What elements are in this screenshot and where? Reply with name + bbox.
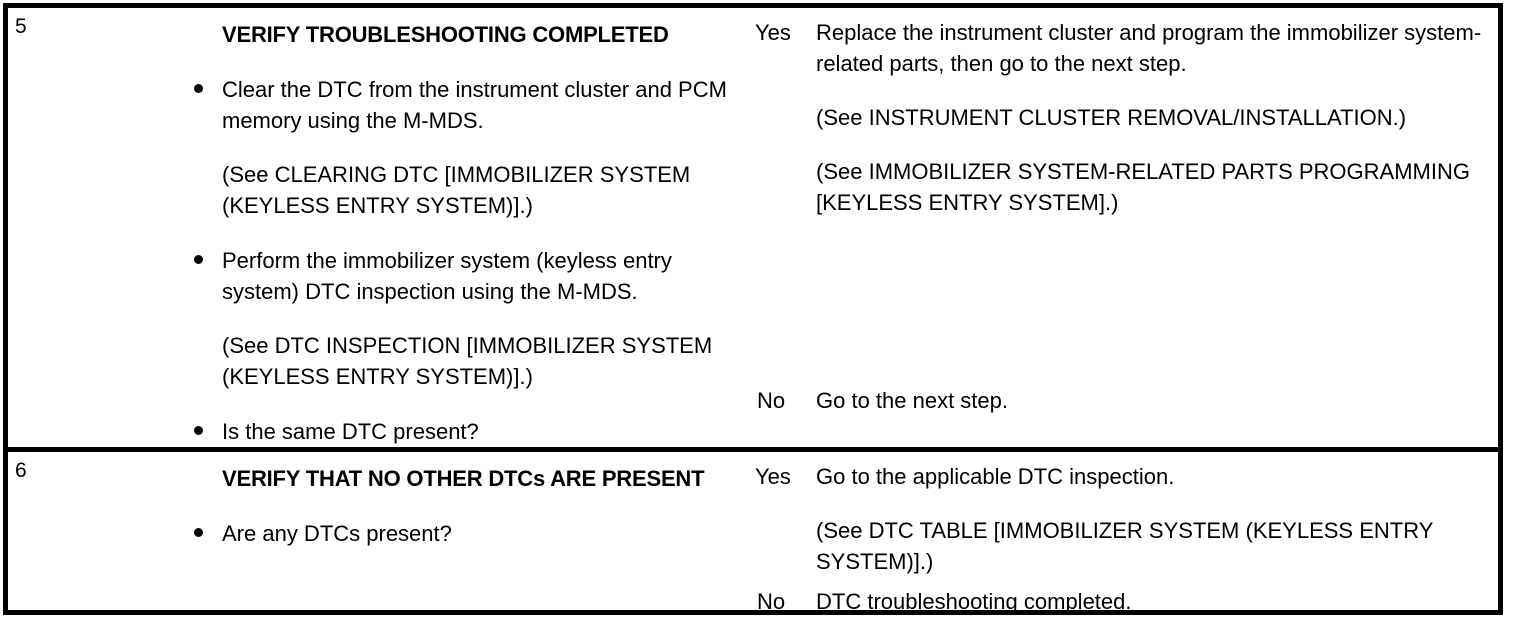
bullet-dot-icon [194, 84, 203, 93]
bullet-text: Clear the DTC from the instrument cluste… [222, 77, 727, 133]
bullet-reference-note: (See CLEARING DTC [IMMOBILIZER SYSTEM (K… [222, 162, 691, 218]
step-bullet-list-5: Clear the DTC from the instrument cluste… [73, 74, 750, 447]
list-item: Clear the DTC from the instrument cluste… [73, 74, 750, 221]
step-number-cell-5: 5 [8, 8, 73, 450]
step-number-6: 6 [15, 459, 27, 482]
table-row: 5 VERIFY TROUBLESHOOTING COMPLETED Clear… [8, 8, 1498, 444]
result-label-cell-6-no: No [750, 577, 805, 617]
table-row: No Go to the next step. [8, 376, 1498, 450]
result-label-cell-5-yes: Yes [750, 8, 805, 376]
step-bullet-list-6: Are any DTCs present? [73, 518, 750, 549]
action-reference-note: (See INSTRUMENT CLUSTER REMOVAL/INSTALLA… [816, 105, 1407, 130]
bullet-dot-icon [194, 255, 203, 264]
bullet-text: Perform the immobilizer system (keyless … [222, 248, 672, 304]
troubleshooting-table-frame: 5 VERIFY TROUBLESHOOTING COMPLETED Clear… [3, 3, 1503, 617]
action-cell-6-yes: Go to the applicable DTC inspection. (Se… [805, 447, 1498, 577]
step-number-5: 5 [15, 15, 27, 38]
result-label-yes: Yes [755, 464, 791, 489]
bullet-dot-icon [194, 426, 203, 435]
step-description-cell-6: VERIFY THAT NO OTHER DTCs ARE PRESENT Ar… [73, 447, 750, 617]
action-cell-6-no: DTC troubleshooting completed. [805, 577, 1498, 617]
step-number-cell-6: 6 [8, 447, 73, 617]
result-label-cell-5-no: No [750, 376, 805, 450]
action-cell-5-yes: Replace the instrument cluster and progr… [805, 8, 1498, 376]
result-label-no: No [757, 589, 786, 614]
list-item: Perform the immobilizer system (keyless … [73, 245, 750, 392]
result-label-no: No [757, 388, 786, 413]
bullet-dot-icon [194, 528, 203, 537]
step-heading-5: VERIFY TROUBLESHOOTING COMPLETED [222, 22, 669, 47]
action-line: Replace the instrument cluster and progr… [816, 20, 1482, 76]
action-text-6-no: DTC troubleshooting completed. [805, 577, 1498, 617]
list-item: Is the same DTC present? [73, 416, 750, 447]
bullet-reference-note: (See DTC INSPECTION [IMMOBILIZER SYSTEM … [222, 333, 713, 389]
action-line: Go to the next step. [816, 388, 1009, 413]
action-text-5-no: Go to the next step. [805, 376, 1498, 416]
bullet-text: Is the same DTC present? [222, 419, 479, 444]
table-row: 6 VERIFY THAT NO OTHER DTCs ARE PRESENT … [8, 447, 1498, 617]
table-row: No DTC troubleshooting completed. [8, 577, 1498, 617]
action-line: DTC troubleshooting completed. [816, 589, 1132, 614]
action-cell-5-no: Go to the next step. [805, 376, 1498, 450]
bullet-text: Are any DTCs present? [222, 521, 452, 546]
step-heading-6: VERIFY THAT NO OTHER DTCs ARE PRESENT [222, 466, 705, 491]
action-reference-note: (See IMMOBILIZER SYSTEM-RELATED PARTS PR… [816, 159, 1470, 215]
list-item: Are any DTCs present? [73, 518, 750, 549]
action-text-6-yes: Go to the applicable DTC inspection. (Se… [805, 452, 1498, 577]
result-label-yes: Yes [755, 20, 791, 45]
action-text-5-yes: Replace the instrument cluster and progr… [805, 8, 1498, 218]
troubleshooting-table: 5 VERIFY TROUBLESHOOTING COMPLETED Clear… [8, 8, 1498, 617]
step-description-cell-5: VERIFY TROUBLESHOOTING COMPLETED Clear t… [73, 8, 750, 450]
result-label-cell-6-yes: Yes [750, 447, 805, 577]
action-line: Go to the applicable DTC inspection. [816, 464, 1175, 489]
action-reference-note: (See DTC TABLE [IMMOBILIZER SYSTEM (KEYL… [816, 518, 1433, 574]
